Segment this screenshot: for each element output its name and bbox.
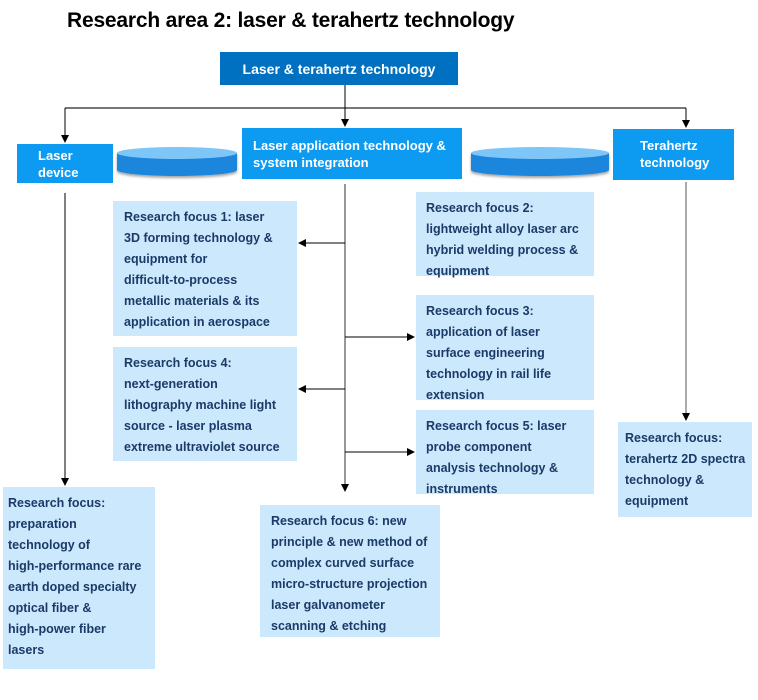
category-label: Laser application technology &	[253, 138, 446, 153]
research-focus-3: Research focus 3: application of laser s…	[416, 295, 594, 402]
focus-text: Research focus 3:	[426, 304, 534, 318]
root-node: Laser & terahertz technology	[220, 52, 458, 85]
cylinder-icon-right	[471, 147, 609, 176]
cylinder-icon-left	[117, 147, 237, 176]
focus-text: next-generation	[124, 377, 218, 391]
page-title: Research area 2: laser & terahertz techn…	[67, 9, 515, 32]
focus-text: application of laser	[426, 325, 540, 339]
category-label: Laser	[38, 148, 73, 163]
focus-text: Research focus 6: new	[271, 514, 407, 528]
research-focus-5: Research focus 5: laser probe component …	[416, 410, 594, 496]
focus-text: Research focus 5: laser	[426, 419, 567, 433]
focus-text: metallic materials & its	[124, 294, 260, 308]
focus-text: application in aerospace	[124, 315, 270, 329]
research-focus-laser-device: Research focus: preparation technology o…	[3, 487, 155, 669]
research-focus-1: Research focus 1: laser 3D forming techn…	[113, 201, 297, 336]
focus-text: extreme ultraviolet source	[124, 440, 280, 454]
focus-text: surface engineering	[426, 346, 545, 360]
focus-text: Research focus:	[8, 496, 106, 510]
focus-text: source - laser plasma	[124, 419, 252, 433]
focus-text: principle & new method of	[271, 535, 428, 549]
research-focus-4: Research focus 4: next-generation lithog…	[113, 347, 297, 461]
category-laser-device: Laser device	[17, 144, 113, 183]
research-focus-6: Research focus 6: new principle & new me…	[260, 505, 440, 637]
focus-text: high-power fiber	[8, 622, 106, 636]
focus-text: earth doped specialty	[8, 580, 137, 594]
focus-text: scanning & etching	[271, 619, 387, 633]
root-node-label: Laser & terahertz technology	[242, 60, 436, 77]
focus-text: Research focus 1: laser	[124, 210, 265, 224]
focus-text: lithography machine light	[124, 398, 277, 412]
focus-text: preparation	[8, 517, 77, 531]
focus-text: lasers	[8, 643, 45, 657]
focus-text: laser galvanometer	[271, 598, 385, 612]
research-focus-terahertz: Research focus: terahertz 2D spectra tec…	[618, 422, 752, 517]
focus-text: difficult-to-process	[124, 273, 238, 287]
focus-text: technology in rail life	[426, 367, 552, 381]
focus-text: analysis technology &	[426, 461, 558, 475]
focus-text: technology &	[625, 473, 705, 487]
focus-text: hybrid welding process &	[426, 243, 579, 257]
category-label: device	[38, 165, 79, 180]
focus-text: terahertz 2D spectra	[625, 452, 746, 466]
focus-text: instruments	[426, 482, 498, 496]
focus-text: optical fiber &	[8, 601, 92, 615]
focus-text: equipment for	[124, 252, 208, 266]
focus-text: equipment	[625, 494, 689, 508]
focus-text: lightweight alloy laser arc	[426, 222, 579, 236]
focus-text: Research focus 4:	[124, 356, 232, 370]
focus-text: Research focus 2:	[426, 201, 534, 215]
focus-text: probe component	[426, 440, 532, 454]
category-label: technology	[640, 155, 710, 170]
category-laser-application: Laser application technology & system in…	[242, 128, 462, 179]
focus-text: technology of	[8, 538, 90, 552]
category-label: system integration	[253, 155, 369, 170]
focus-text: micro-structure projection	[271, 577, 428, 591]
category-terahertz: Terahertz technology	[613, 129, 734, 180]
focus-text: extension	[426, 388, 485, 402]
category-label: Terahertz	[640, 138, 698, 153]
focus-text: complex curved surface	[271, 556, 415, 570]
focus-text: equipment	[426, 264, 490, 278]
research-focus-2: Research focus 2: lightweight alloy lase…	[416, 192, 594, 278]
focus-text: high-performance rare	[8, 559, 142, 573]
focus-text: 3D forming technology &	[124, 231, 273, 245]
focus-text: Research focus:	[625, 431, 723, 445]
